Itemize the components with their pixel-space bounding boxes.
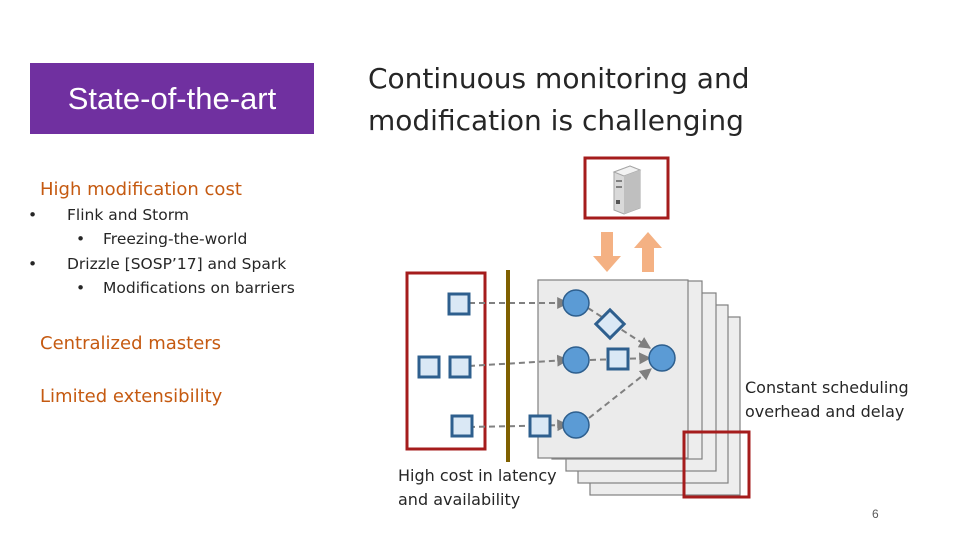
latency-label-line-1: High cost in latency xyxy=(398,466,557,485)
headline: Continuous monitoring and modification i… xyxy=(368,58,808,142)
operator-node xyxy=(562,411,590,439)
operator-node xyxy=(562,289,590,317)
headline-line-2: modification is challenging xyxy=(368,104,744,137)
scheduling-label-line-2: overhead and delay xyxy=(745,402,905,421)
record-squares xyxy=(417,292,630,438)
record-square xyxy=(593,307,627,341)
bullet-dot: • xyxy=(28,255,38,273)
operator-nodes xyxy=(562,289,676,439)
record-square xyxy=(528,414,552,438)
scheduling-label: Constant scheduling overhead and delay xyxy=(745,376,909,424)
operator-node xyxy=(562,346,590,374)
bullet-text: Drizzle [SOSP’17] and Spark xyxy=(67,255,287,273)
bullet-dot: • xyxy=(28,206,38,224)
scheduling-label-line-1: Constant scheduling xyxy=(745,378,909,397)
bullet-dot: • xyxy=(76,230,86,248)
master-highlight-box xyxy=(583,156,670,220)
record-square xyxy=(447,292,471,316)
page-number: 6 xyxy=(872,507,879,521)
section-centralized-masters: Centralized masters xyxy=(40,333,222,354)
up-arrow-icon xyxy=(634,232,662,272)
record-square xyxy=(450,414,474,438)
title-box: State-of-the-art xyxy=(30,63,314,134)
record-square xyxy=(606,347,630,371)
section-limited-extensibility: Limited extensibility xyxy=(40,386,223,407)
section-high-modification-cost: High modification cost xyxy=(40,179,242,200)
source-highlight-box xyxy=(405,271,487,451)
latency-label: High cost in latency and availability xyxy=(398,464,557,512)
bullet-text: Flink and Storm xyxy=(67,206,189,224)
record-square xyxy=(417,355,441,379)
down-arrow-icon xyxy=(593,232,621,272)
server-icon xyxy=(612,165,642,215)
bullet-text: Modifications on barriers xyxy=(103,279,295,297)
scheduling-highlight-box xyxy=(682,430,751,499)
operator-node xyxy=(648,344,676,372)
headline-line-1: Continuous monitoring and xyxy=(368,62,750,95)
latency-label-line-2: and availability xyxy=(398,490,521,509)
bullet-text: Freezing-the-world xyxy=(103,230,248,248)
record-square xyxy=(448,355,472,379)
bullet-dot: • xyxy=(76,279,86,297)
title-label: State-of-the-art xyxy=(67,80,277,116)
